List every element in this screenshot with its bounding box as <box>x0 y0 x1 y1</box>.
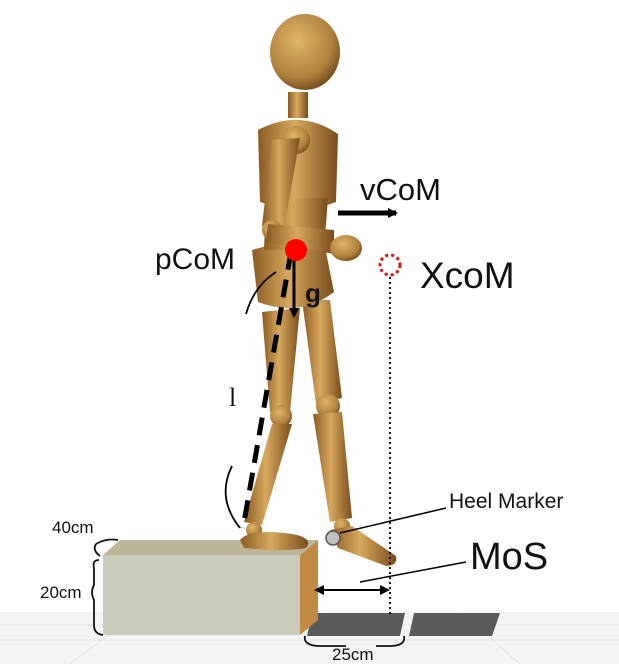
step-box <box>103 540 318 635</box>
heel-marker-label: Heel Marker <box>449 491 563 512</box>
mos-arrow <box>314 585 390 595</box>
box-height-label: 20cm <box>40 584 82 601</box>
back-knee <box>270 405 292 427</box>
neck <box>288 92 308 118</box>
leg-length-label: l <box>229 385 236 411</box>
heel-marker-leader <box>340 508 446 533</box>
xcom-label: XcoM <box>420 257 515 294</box>
hand <box>330 235 362 261</box>
ankle-angle-arc <box>226 466 240 528</box>
heel-marker <box>326 531 340 545</box>
step-box-side <box>300 540 318 635</box>
back-foot <box>240 532 308 550</box>
step-box-front <box>103 555 300 635</box>
vcom-label: vCoM <box>360 174 441 205</box>
mos-label: MoS <box>470 538 548 576</box>
floor-tile-2 <box>409 613 500 636</box>
gravity-label: g <box>305 280 321 306</box>
xcom-marker <box>380 255 400 275</box>
pcom-marker <box>285 239 307 261</box>
front-thigh <box>302 300 342 404</box>
head <box>270 14 340 90</box>
front-foot <box>330 526 396 566</box>
pcom-label: pCoM <box>155 245 235 275</box>
front-shin <box>313 412 352 522</box>
step-length-label: 25cm <box>332 646 374 663</box>
floor-tile-1 <box>307 613 405 636</box>
box-depth-label: 40cm <box>52 519 94 536</box>
mos-leader <box>360 562 466 582</box>
